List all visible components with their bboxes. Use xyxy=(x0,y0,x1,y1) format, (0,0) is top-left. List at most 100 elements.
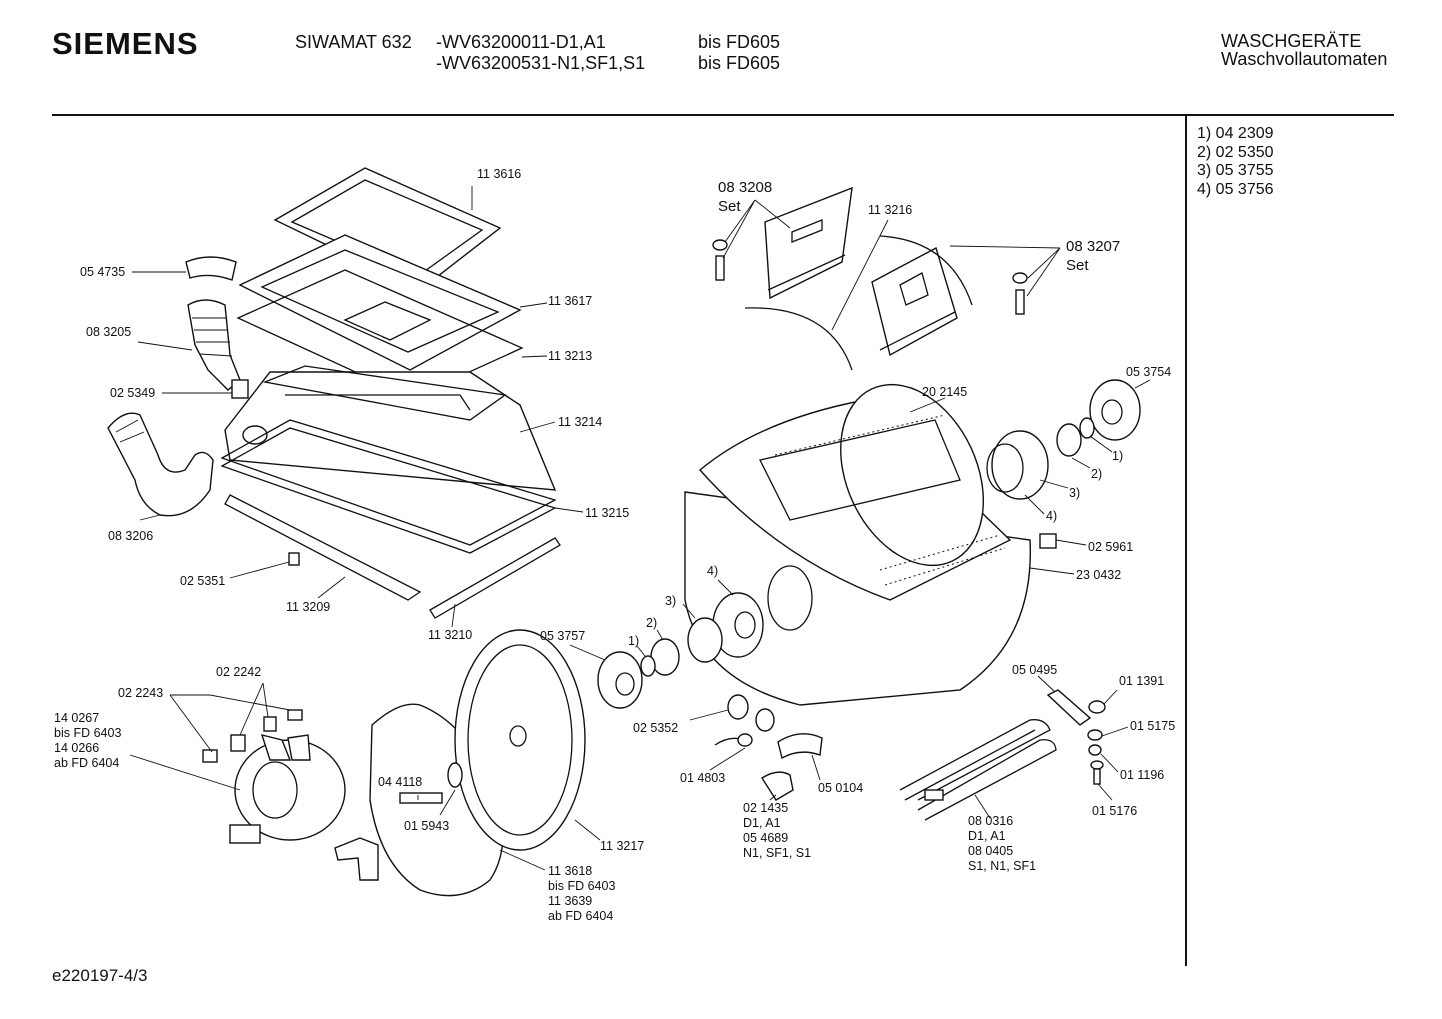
part-label: D1, A1 xyxy=(743,816,781,830)
validity-2: bis FD605 xyxy=(698,53,781,73)
note-ref: 4) xyxy=(1046,509,1057,523)
part-label: 08 0316 xyxy=(968,814,1013,828)
part-label: 01 5176 xyxy=(1092,804,1137,818)
drum-lifter-a xyxy=(764,186,853,300)
part-label: 20 2145 xyxy=(922,385,967,399)
leader-line xyxy=(1024,494,1045,515)
part-label: 11 3215 xyxy=(585,506,629,520)
part-label: N1, SF1, S1 xyxy=(743,846,811,860)
note-ref: 2) xyxy=(646,616,657,630)
part-label: 01 5943 xyxy=(404,819,449,833)
leader-line xyxy=(1100,753,1119,773)
leader-line xyxy=(949,245,1061,297)
model-variant-1: -WV63200011-D1,A1 xyxy=(436,32,606,52)
note-ref: 1) xyxy=(628,634,639,648)
bearing-ring xyxy=(1079,417,1095,439)
part-label: 04 4118 xyxy=(378,775,422,789)
part-label: 02 5349 xyxy=(110,386,155,400)
leader-line xyxy=(656,629,664,641)
part-label: 05 0104 xyxy=(818,781,863,795)
clip-part xyxy=(288,552,300,566)
notes-divider xyxy=(1185,116,1187,966)
leader-line xyxy=(1089,435,1113,453)
part-label: D1, A1 xyxy=(968,829,1006,843)
validity-1: bis FD605 xyxy=(698,32,781,52)
part-label: 23 0432 xyxy=(1076,568,1121,582)
part-label: ab FD 6404 xyxy=(548,909,613,923)
cable-clip xyxy=(714,733,753,747)
support-rail xyxy=(224,494,561,619)
leader-line xyxy=(137,341,193,351)
part-label: 11 3616 xyxy=(477,167,521,181)
leader-line xyxy=(139,514,161,521)
screw-set-a xyxy=(712,239,728,281)
part-label: 11 3216 xyxy=(868,203,912,217)
leader-line xyxy=(1029,567,1075,575)
drum-lifter-b xyxy=(871,246,958,357)
part-label: 11 3617 xyxy=(548,294,592,308)
leader-line xyxy=(1097,783,1113,801)
seal-frame-upper xyxy=(238,234,522,371)
part-label: 02 5351 xyxy=(180,574,225,588)
part-label: 14 0266 xyxy=(54,741,99,755)
leader-line xyxy=(722,199,791,259)
leader-line xyxy=(769,794,777,801)
leader-line xyxy=(129,754,241,791)
flange-right xyxy=(1089,379,1141,441)
category-title: WASCHGERÄTE xyxy=(1221,31,1362,51)
drain-pump xyxy=(229,734,346,844)
leader-line xyxy=(636,645,646,657)
leader-line xyxy=(229,561,290,579)
pulley-wheel xyxy=(454,629,586,851)
model-variant-2: -WV63200531-N1,SF1,S1 xyxy=(436,53,646,73)
note-ref: 4) xyxy=(707,564,718,578)
part-label: 11 3618 xyxy=(548,864,592,878)
screw-set-b xyxy=(1012,272,1028,315)
note-ref: 3) xyxy=(1069,486,1080,500)
part-label: 08 0405 xyxy=(968,844,1013,858)
model-name: SIWAMAT 632 xyxy=(295,32,412,52)
set-label: Set xyxy=(1066,257,1089,274)
part-label: bis FD 6403 xyxy=(54,726,121,740)
heating-element xyxy=(899,719,1057,821)
leader-line xyxy=(811,754,821,781)
washer xyxy=(755,708,775,732)
wash-drum xyxy=(698,383,1012,601)
header-divider xyxy=(52,114,1394,116)
leader-line xyxy=(521,355,548,358)
part-label: 01 5175 xyxy=(1130,719,1175,733)
screw xyxy=(1090,760,1104,785)
tub-upper-shell xyxy=(224,365,557,491)
washer xyxy=(1087,729,1103,741)
inlet-hose xyxy=(187,299,241,391)
document-id: e220197-4/3 xyxy=(52,966,148,985)
leader-line xyxy=(1101,726,1129,737)
heater-bracket xyxy=(1046,689,1092,726)
note-ref: 1) xyxy=(1112,449,1123,463)
seal-ring xyxy=(687,617,723,663)
leader-line xyxy=(1037,675,1056,693)
leader-line xyxy=(1055,539,1087,546)
leader-line xyxy=(1039,479,1069,489)
leader-line xyxy=(831,219,889,331)
footnote-item: 1) 04 2309 xyxy=(1197,125,1274,142)
pin-part xyxy=(263,716,277,732)
part-label: 08 3206 xyxy=(108,529,153,543)
bearing xyxy=(1056,423,1082,457)
brand-logo: SIEMENS xyxy=(52,26,199,61)
leader-line xyxy=(1103,689,1118,705)
leader-line xyxy=(689,709,729,721)
note-ref: 3) xyxy=(665,594,676,608)
part-label: 02 2243 xyxy=(118,686,163,700)
part-label: 05 0495 xyxy=(1012,663,1057,677)
leader-line xyxy=(1071,457,1091,469)
part-label: 11 3209 xyxy=(286,600,330,614)
drum-rib-strip xyxy=(744,307,853,371)
pin-part xyxy=(202,749,218,763)
part-label: S1, N1, SF1 xyxy=(968,859,1036,873)
footnote-item: 4) 05 3756 xyxy=(1197,180,1274,198)
part-label: 11 3210 xyxy=(428,628,472,642)
part-label: 11 3213 xyxy=(548,349,592,363)
part-label: 05 3754 xyxy=(1126,365,1171,379)
part-label: 14 0267 xyxy=(54,711,99,725)
